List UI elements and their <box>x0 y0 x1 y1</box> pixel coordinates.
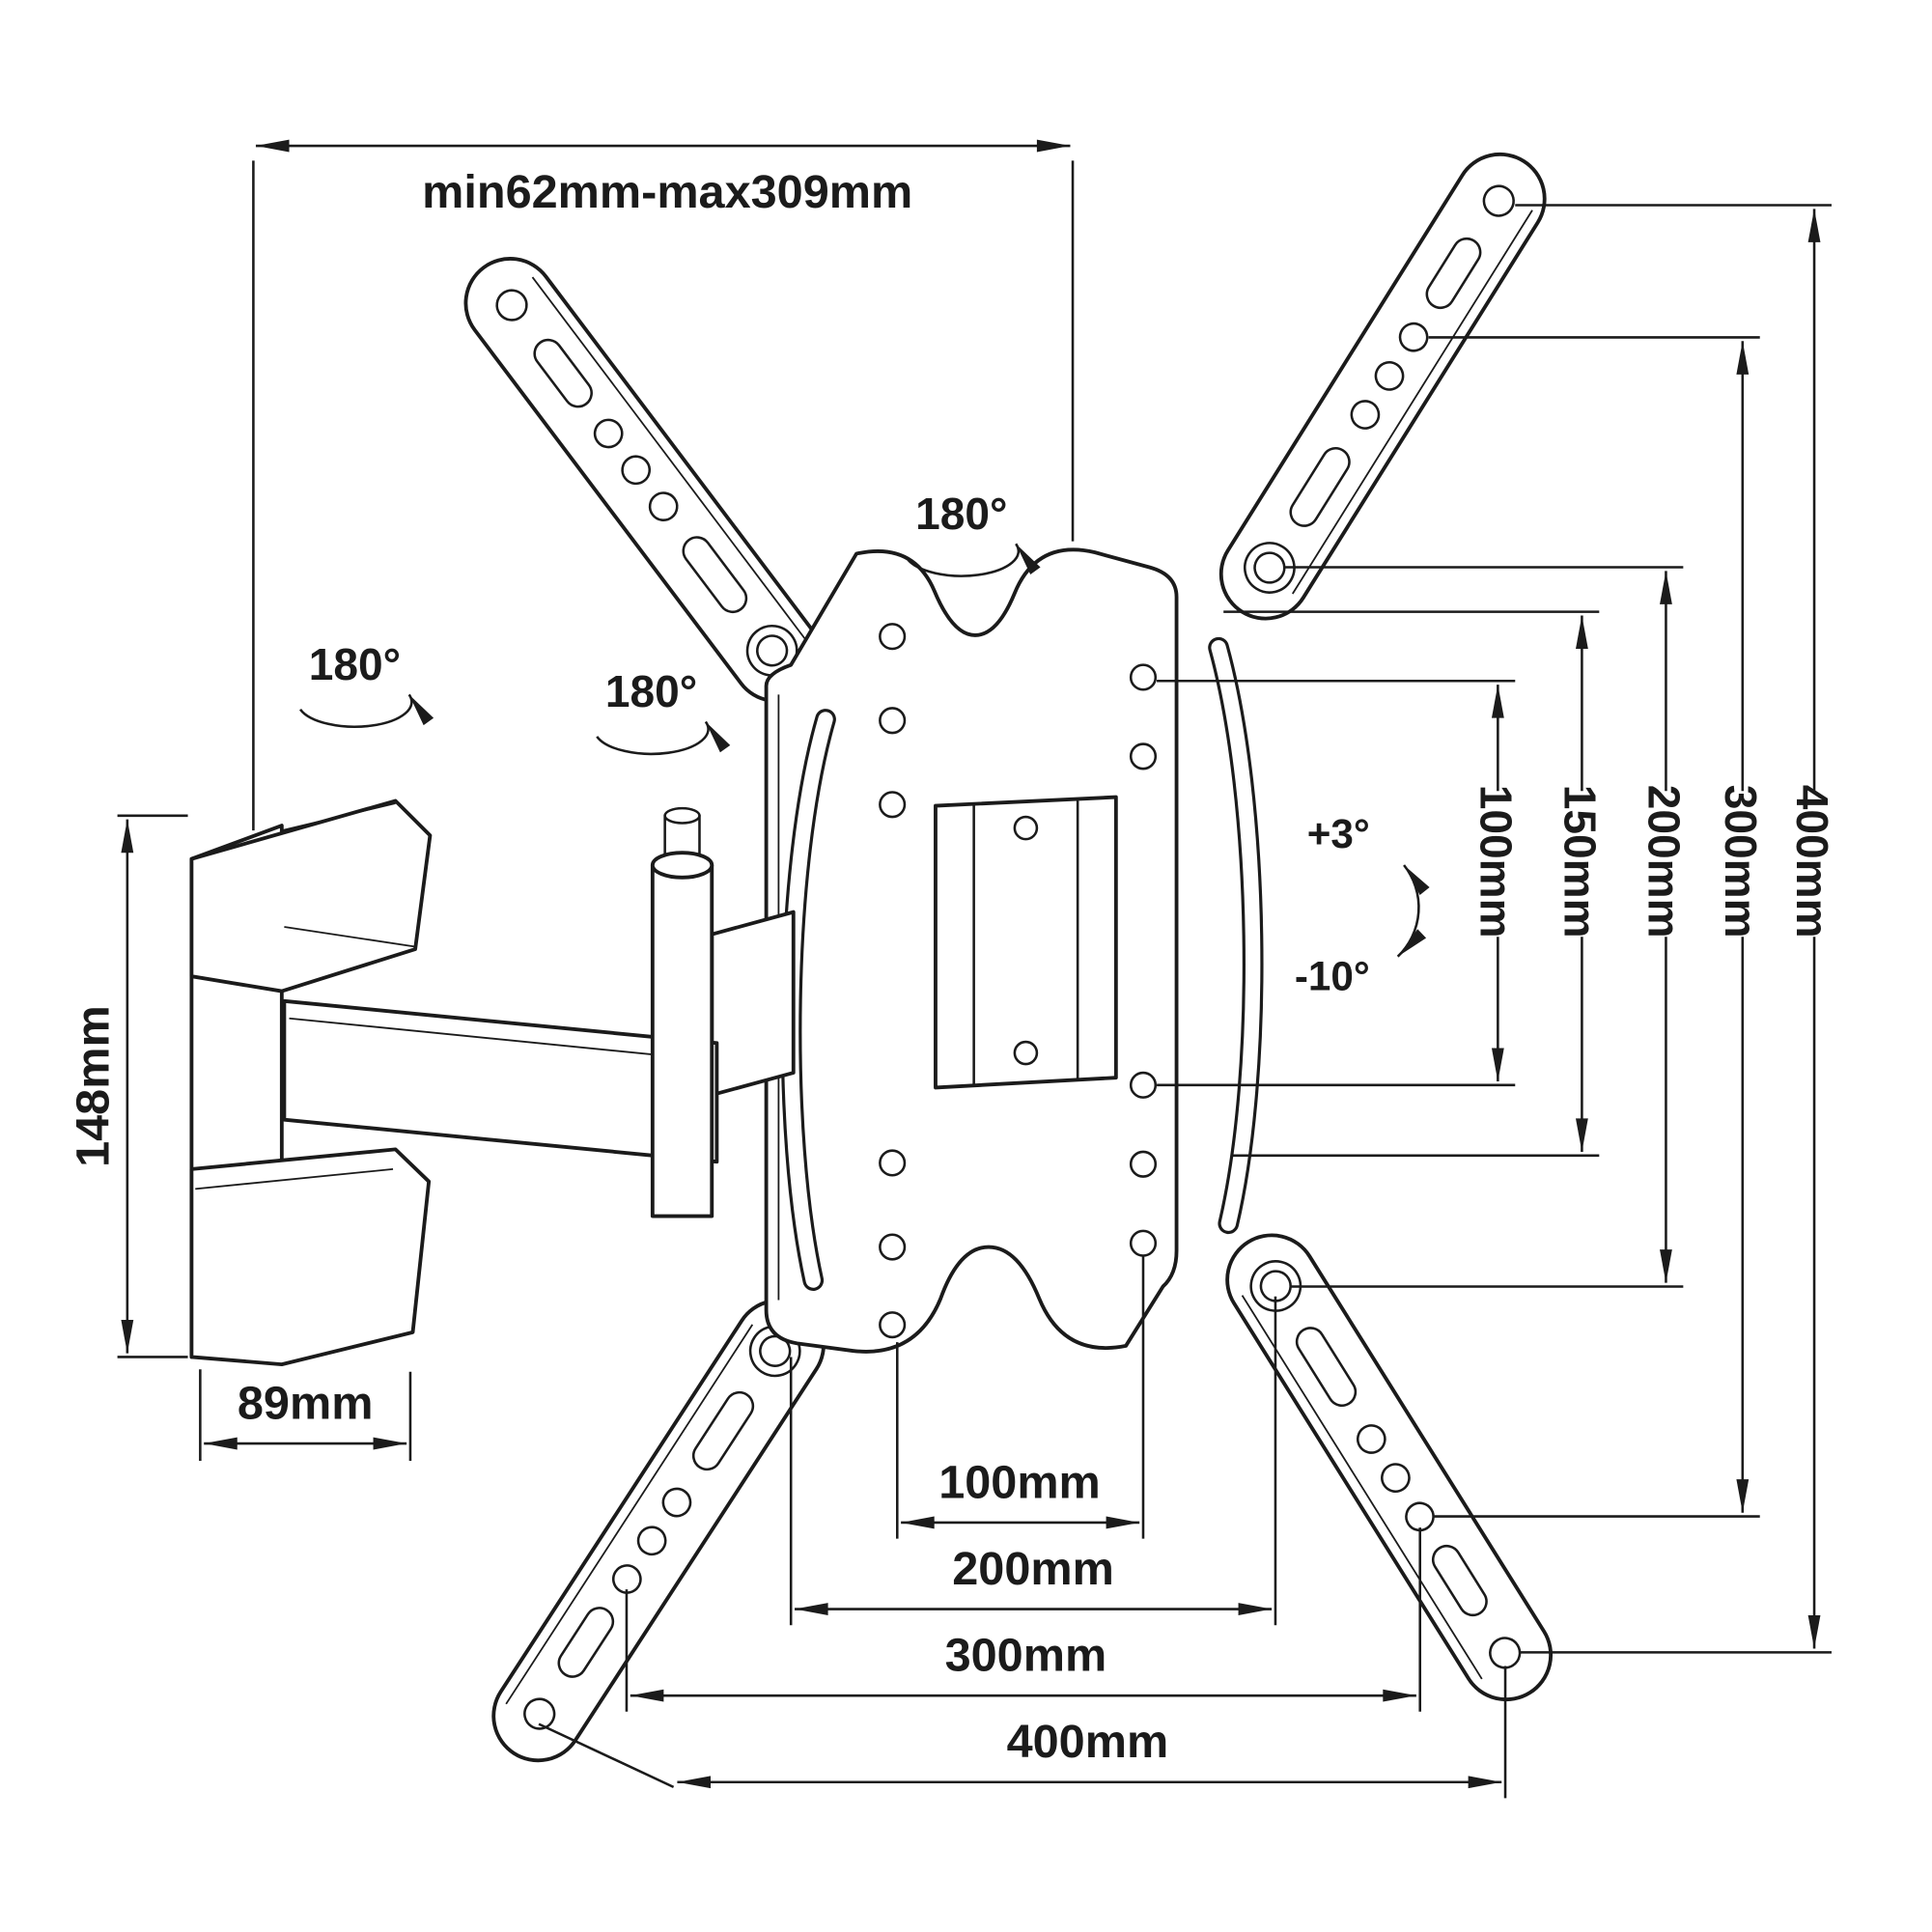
label-vesa-h-300: 300mm <box>945 1630 1107 1682</box>
lower-link <box>282 998 719 1164</box>
label-swivel-elbow: 180° <box>605 666 697 716</box>
dim-top-width: min62mm-max309mm <box>252 139 1075 831</box>
plate-hole <box>1129 1229 1158 1257</box>
plate-hole <box>879 623 907 651</box>
wall-bracket-facet <box>195 1167 394 1190</box>
bracket-screw <box>1013 815 1039 841</box>
wall-bracket-top <box>189 798 433 994</box>
plate-arc-slot-right-inner <box>1211 640 1261 1231</box>
pivot-bolt-cap <box>663 806 701 825</box>
label-vesa-h-100: 100mm <box>938 1456 1101 1508</box>
vesa-arm-bottom-left <box>474 1281 843 1779</box>
plate-hole <box>879 791 907 819</box>
label-depth-dimension: 89mm <box>238 1377 374 1429</box>
bracket-screw <box>1013 1040 1039 1066</box>
label-top-dimension: min62mm-max309mm <box>422 166 912 218</box>
swivel-arrow-elbow <box>596 720 731 756</box>
swivel-arrow-wall <box>299 693 434 728</box>
upper-link <box>710 910 796 1097</box>
dim-height: 148mm <box>68 814 188 1358</box>
lower-link-edge <box>289 1017 713 1062</box>
plate-hole <box>1129 742 1158 770</box>
extension-line <box>538 1722 675 1789</box>
monitor-bracket <box>934 795 1118 1090</box>
label-tilt-up: +3° <box>1307 811 1370 856</box>
vesa-arm-top-right <box>1202 135 1564 637</box>
dim-vesa-vertical: 100mm 150mm 200mm 300mm 400mm <box>1157 204 1837 1654</box>
label-height-dimension: 148mm <box>68 1005 120 1167</box>
pivot-cylinder <box>650 863 714 1218</box>
plate-hole <box>1129 1150 1158 1178</box>
vesa-arm-bottom-right <box>1208 1217 1570 1719</box>
plate-hole <box>879 1233 907 1261</box>
drawing-root: min62mm-max309mm 148mm 89mm 100mm 200mm <box>68 135 1837 1799</box>
plate-hole <box>879 1149 907 1177</box>
label-vesa-h-400: 400mm <box>1007 1716 1169 1768</box>
plate-hole <box>879 707 907 735</box>
dim-depth: 89mm <box>199 1369 412 1461</box>
tilt-arrow <box>1396 864 1430 958</box>
label-swivel-plate: 180° <box>915 489 1007 539</box>
label-vesa-h-200: 200mm <box>952 1543 1114 1595</box>
label-vesa-v-400: 400mm <box>1787 785 1837 938</box>
label-tilt-down: -10° <box>1295 953 1370 998</box>
label-vesa-v-200: 200mm <box>1639 785 1690 938</box>
wall-bracket-bottom <box>189 1147 432 1367</box>
label-vesa-v-150: 150mm <box>1554 785 1605 938</box>
dim-vesa-horizontal: 100mm 200mm 300mm 400mm <box>538 1255 1507 1799</box>
label-swivel-wall: 180° <box>309 639 401 689</box>
rotation-annotations: 180° 180° 180° <box>299 489 1041 756</box>
label-vesa-v-100: 100mm <box>1470 785 1521 938</box>
swivel-arrow-plate <box>906 543 1041 577</box>
label-vesa-v-300: 300mm <box>1716 785 1766 938</box>
wall-bracket-facet <box>284 926 416 948</box>
tilt-annotation: +3° -10° <box>1295 811 1430 998</box>
plate-hole <box>879 1311 907 1339</box>
plate-hole <box>1129 1071 1158 1099</box>
wall-mount-assembly <box>189 798 796 1367</box>
plate-hole <box>1129 663 1158 691</box>
bracket-plate <box>934 795 1118 1090</box>
wall-bracket-facet <box>281 802 396 832</box>
pivot-cylinder-cap <box>650 851 714 880</box>
vesa-arm-top-left <box>446 238 841 721</box>
